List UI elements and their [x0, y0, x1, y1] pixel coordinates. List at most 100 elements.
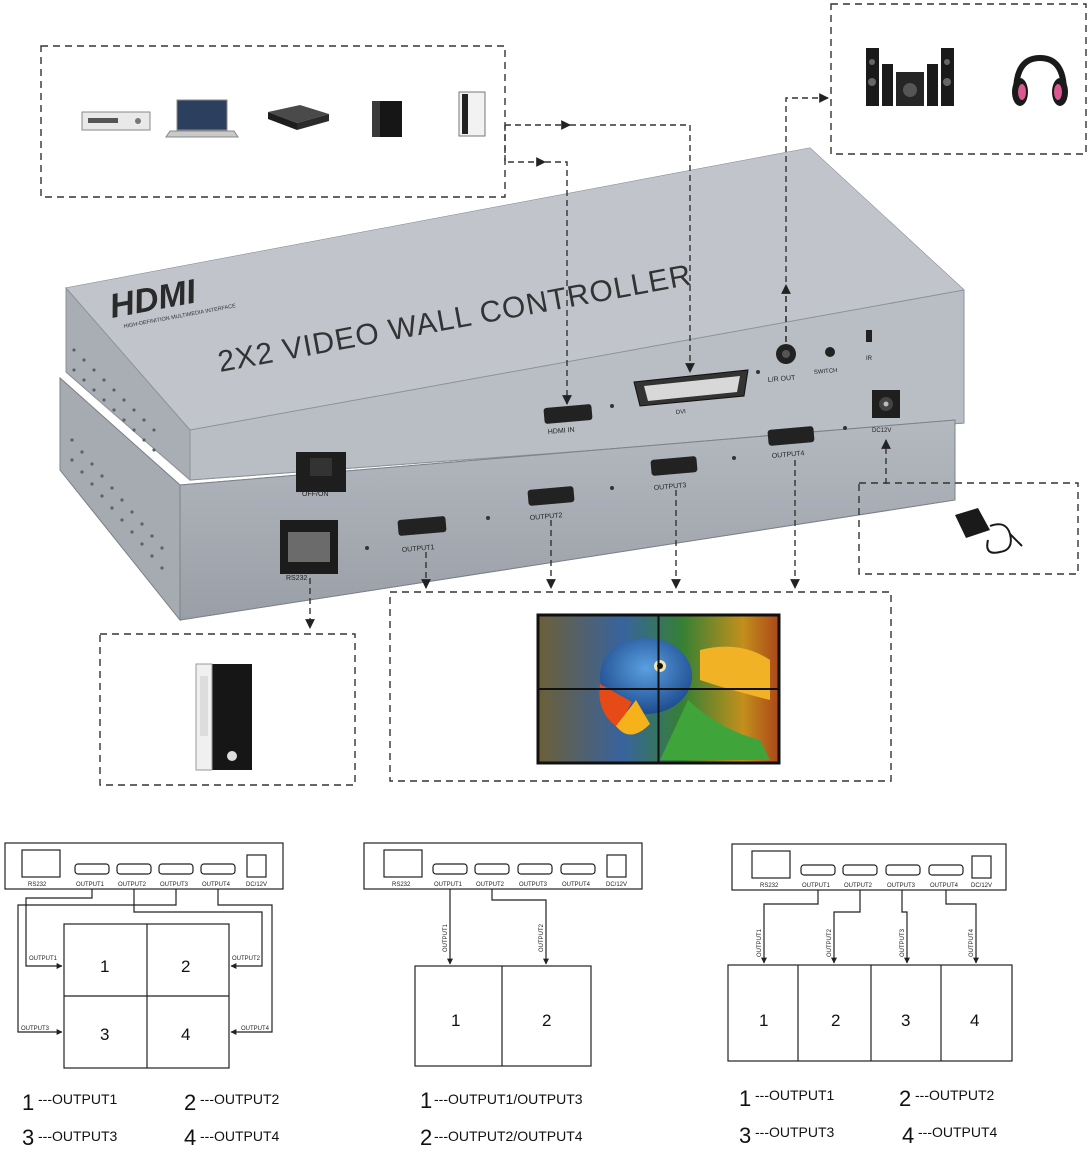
tile-4: 4 — [181, 1025, 190, 1044]
mini-panel: RS232 OUTPUT1 OUTPUT2 OUTPUT3 OUTPUT4 DC… — [4, 842, 284, 890]
mini-dc-label: DC/12V — [971, 883, 992, 889]
mini-rs232-label: RS232 — [28, 882, 47, 888]
wire-label-output3: OUTPUT3 — [21, 1026, 50, 1032]
layout-1x2: RS232 OUTPUT1 OUTPUT2 OUTPUT3 OUTPUT4 DC… — [363, 842, 643, 1150]
mini-panel: RS232 OUTPUT1 OUTPUT2 OUTPUT3 OUTPUT4 DC… — [363, 842, 643, 890]
legend-text-1: ---OUTPUT1/OUTPUT3 — [434, 1091, 583, 1107]
mini-output1-label: OUTPUT1 — [434, 882, 463, 888]
legend-num-3: 3 — [739, 1123, 751, 1148]
mini-dc-label: DC/12V — [606, 882, 627, 888]
legend-text-1: ---OUTPUT1 — [755, 1087, 835, 1103]
mini-panel: RS232 OUTPUT1 OUTPUT2 OUTPUT3 OUTPUT4 DC… — [731, 843, 1007, 891]
wire-label-output4: OUTPUT4 — [241, 1026, 270, 1032]
laptop-icon — [165, 99, 239, 138]
mini-output4-label: OUTPUT4 — [930, 883, 959, 889]
wire-label-output2: OUTPUT2 — [539, 923, 545, 952]
legend-num-2: 2 — [420, 1125, 432, 1150]
mini-output2-label: OUTPUT2 — [844, 883, 873, 889]
power-adapter-box — [858, 482, 1079, 575]
power-switch[interactable]: OFF/ON — [296, 452, 346, 498]
ir-receiver: IR — [866, 330, 873, 362]
legend-text-2: ---OUTPUT2 — [915, 1087, 995, 1103]
wire-label-output2: OUTPUT2 — [827, 928, 833, 957]
headphones-icon — [1012, 54, 1068, 106]
legend-text-4: ---OUTPUT4 — [918, 1124, 998, 1140]
power-label: OFF/ON — [302, 491, 328, 498]
tile-1: 1 — [759, 1011, 768, 1030]
mini-output1-label: OUTPUT1 — [76, 882, 105, 888]
legend-text-3: ---OUTPUT3 — [755, 1124, 835, 1140]
control-pc-box — [99, 633, 356, 786]
output1-label: OUTPUT1 — [402, 544, 435, 554]
output4-port[interactable]: OUTPUT4 — [767, 426, 815, 460]
set-top-box-icon — [268, 105, 329, 130]
legend-num-2: 2 — [184, 1090, 196, 1115]
wire-label-output1: OUTPUT1 — [757, 928, 763, 957]
mini-output3-label: OUTPUT3 — [160, 882, 189, 888]
tile-3: 3 — [901, 1011, 910, 1030]
switch-label: SWITCH — [814, 368, 838, 376]
layout-1x4: RS232 OUTPUT1 OUTPUT2 OUTPUT3 OUTPUT4 DC… — [727, 843, 1013, 1148]
tile-1: 1 — [451, 1011, 460, 1030]
connection-lines — [305, 93, 891, 629]
mini-dc-label: DC/12V — [246, 882, 267, 888]
mini-rs232-label: RS232 — [392, 882, 411, 888]
legend-num-4: 4 — [902, 1123, 914, 1148]
pc-case-white-icon — [458, 91, 486, 137]
dvi-port[interactable]: DVI — [633, 369, 749, 416]
mini-rs232-label: RS232 — [760, 883, 779, 889]
tile-3: 3 — [100, 1025, 109, 1044]
mini-output2-label: OUTPUT2 — [476, 882, 505, 888]
dc-label: DC12V — [872, 428, 891, 434]
legend-text-2: ---OUTPUT2 — [200, 1091, 280, 1107]
hdmi-in-port[interactable]: HDMI IN — [543, 404, 593, 436]
legend-num-2: 2 — [899, 1086, 911, 1111]
wire-label-output2: OUTPUT2 — [232, 956, 261, 962]
rs232-label: RS232 — [286, 575, 308, 582]
tile-2: 2 — [542, 1011, 551, 1030]
output3-label: OUTPUT3 — [654, 482, 687, 492]
tile-2: 2 — [831, 1011, 840, 1030]
output2-port[interactable]: OUTPUT2 — [527, 486, 575, 522]
output3-port[interactable]: OUTPUT3 — [650, 456, 698, 492]
output1-port[interactable]: OUTPUT1 — [397, 516, 447, 554]
legend-text-1: ---OUTPUT1 — [38, 1091, 118, 1107]
mini-output3-label: OUTPUT3 — [887, 883, 916, 889]
legend-num-3: 3 — [22, 1125, 34, 1150]
dvd-player-icon — [81, 111, 151, 131]
tile-4: 4 — [970, 1011, 979, 1030]
power-adapter-icon — [955, 508, 1023, 554]
speaker-system-icon — [866, 48, 954, 106]
wire-label-output1: OUTPUT1 — [443, 923, 449, 952]
tile-2: 2 — [181, 957, 190, 976]
lr-out-port[interactable]: L/R OUT — [768, 344, 797, 384]
video-wall-box — [389, 591, 892, 782]
rs232-port[interactable]: RS232 — [280, 520, 338, 582]
dvi-label: DVI — [676, 409, 687, 416]
wire-label-output4: OUTPUT4 — [969, 928, 975, 957]
mini-output3-label: OUTPUT3 — [519, 882, 548, 888]
output4-label: OUTPUT4 — [772, 450, 805, 460]
dc-power-port[interactable]: DC12V — [872, 390, 900, 434]
pc-case-black-icon — [372, 101, 402, 137]
legend-num-1: 1 — [739, 1086, 751, 1111]
output2-label: OUTPUT2 — [530, 512, 563, 522]
legend-num-1: 1 — [22, 1090, 34, 1115]
layout-2x2: RS232 OUTPUT1 OUTPUT2 OUTPUT3 OUTPUT4 DC… — [4, 842, 284, 1150]
legend-num-4: 4 — [184, 1125, 196, 1150]
audio-output-box — [830, 3, 1087, 155]
tile-1: 1 — [100, 957, 109, 976]
pc-tower-icon — [195, 663, 252, 771]
switch-button[interactable]: SWITCH — [814, 347, 838, 376]
video-wall-controller-device: HDMI HIGH-DEFINITION MULTIMEDIA INTERFAC… — [59, 147, 965, 622]
legend-text-4: ---OUTPUT4 — [200, 1128, 280, 1144]
legend-text-3: ---OUTPUT3 — [38, 1128, 118, 1144]
legend-text-2: ---OUTPUT2/OUTPUT4 — [434, 1128, 583, 1144]
mini-output4-label: OUTPUT4 — [202, 882, 231, 888]
wire-label-output3: OUTPUT3 — [900, 928, 906, 957]
sources-box — [40, 45, 506, 198]
mini-output4-label: OUTPUT4 — [562, 882, 591, 888]
wire-label-output1: OUTPUT1 — [29, 956, 58, 962]
ir-label: IR — [866, 356, 873, 362]
